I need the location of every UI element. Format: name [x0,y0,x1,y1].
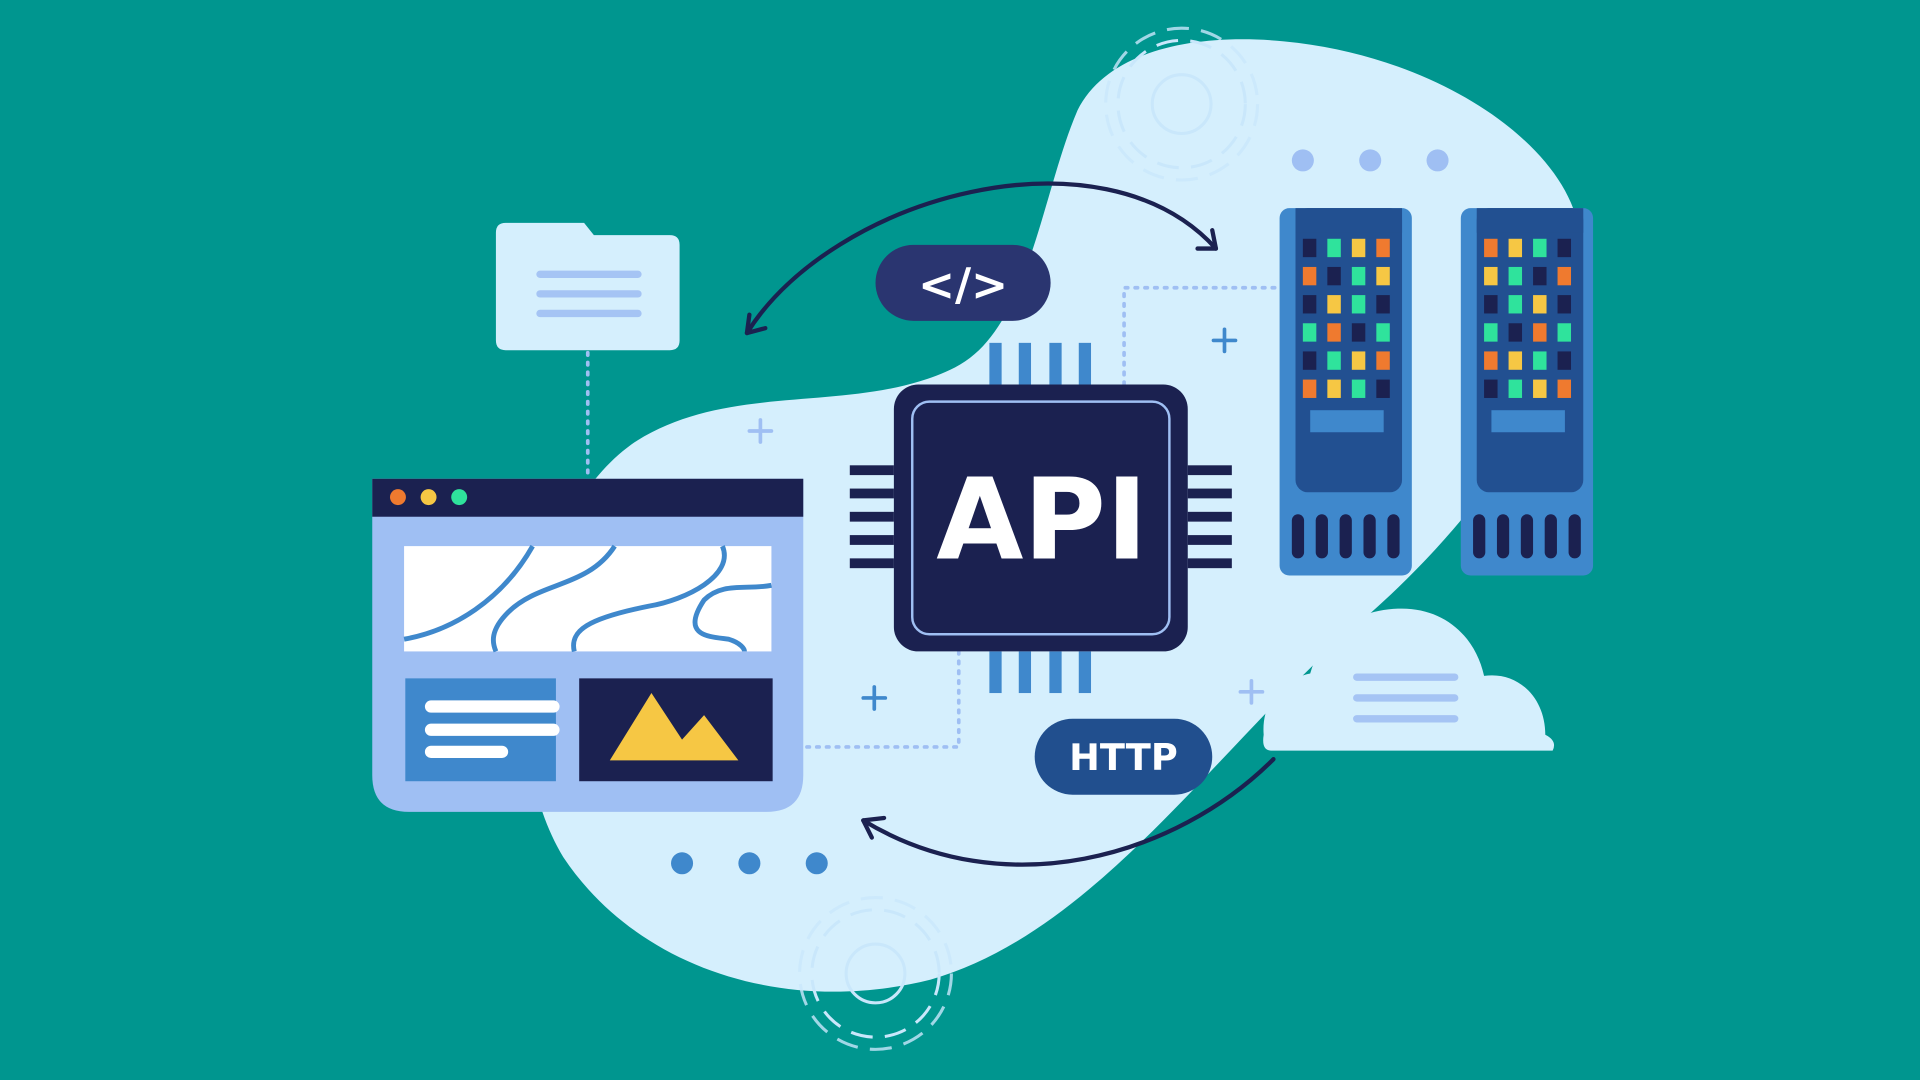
server-led [1302,295,1317,314]
server-rack [1279,208,1412,576]
folder-icon [495,222,680,351]
api-chip: API [849,342,1232,694]
server-vent [1520,514,1534,559]
server-led [1484,379,1498,398]
server-led [1327,323,1341,342]
server-led [1351,295,1366,314]
server-led [1302,323,1317,342]
window-control-dot [420,489,437,506]
server-slot [1310,410,1384,433]
window-control-dot [451,489,468,506]
server-led [1376,295,1390,314]
api-label: API [936,453,1148,585]
server-led [1376,379,1390,398]
server-led [1351,266,1366,286]
server-vent [1387,514,1400,559]
server-led [1557,266,1572,286]
server-led [1351,351,1366,370]
server-led [1327,295,1341,314]
server-led [1327,266,1341,286]
cloud-icon [1263,608,1555,751]
dots-bottom [671,852,828,875]
server-led [1376,351,1390,370]
server-led [1302,266,1317,286]
server-led [1508,295,1523,314]
server-vent [1496,514,1510,559]
server-led [1484,323,1498,342]
server-led [1557,295,1572,314]
gear-icon [1104,26,1260,182]
code-label: </> [918,260,1008,311]
server-led [1533,238,1547,258]
server-led [1557,323,1572,342]
server-led [1484,238,1498,258]
server-rack [1460,208,1594,576]
plus-icons [747,327,1265,711]
arrow-top-head [1195,228,1219,251]
server-led [1533,379,1547,398]
server-led [1302,351,1317,370]
server-led [1508,238,1523,258]
server-vent [1339,514,1352,559]
server-led [1327,351,1341,370]
server-led [1508,266,1523,286]
http-label: HTTP [1069,736,1178,779]
arrow-bottom [861,757,1276,867]
code-badge: </> [875,244,1051,321]
server-led [1533,323,1547,342]
servers [1279,208,1594,576]
gear-icon [798,896,953,1051]
server-vent [1544,514,1557,559]
image-panel [579,678,773,782]
server-led [1484,351,1498,370]
arrow-bottom-head [861,815,887,840]
server-led [1302,379,1317,398]
arrow-top [744,181,1219,336]
mountain-icon [609,693,739,761]
server-led [1376,323,1390,342]
server-led [1533,351,1547,370]
server-led [1533,266,1547,286]
server-led [1351,323,1366,342]
dotted-connectors [585,285,1282,749]
server-led [1327,379,1341,398]
server-led [1376,266,1390,286]
server-led [1351,379,1366,398]
server-vent [1291,514,1305,559]
dots-top [1291,149,1449,172]
server-led [1327,238,1341,258]
server-led [1557,351,1572,370]
server-vent [1315,514,1328,559]
browser-titlebar [372,478,804,517]
server-led [1557,238,1572,258]
server-led [1484,266,1498,286]
server-led [1376,238,1390,258]
server-led [1533,295,1547,314]
server-led [1557,379,1572,398]
server-slot [1491,410,1565,433]
browser-window [372,478,804,812]
server-vent [1568,514,1581,559]
http-badge: HTTP [1034,718,1213,795]
server-led [1302,238,1317,258]
server-vent [1363,514,1376,559]
map-lines [403,544,772,653]
server-led [1508,351,1523,370]
arrows [744,181,1276,867]
server-vent [1473,514,1486,559]
server-led [1484,295,1498,314]
server-led [1508,379,1523,398]
server-led [1508,323,1523,342]
window-control-dot [390,489,406,506]
server-led [1351,238,1366,258]
arrow-top-tail-head [744,312,768,336]
